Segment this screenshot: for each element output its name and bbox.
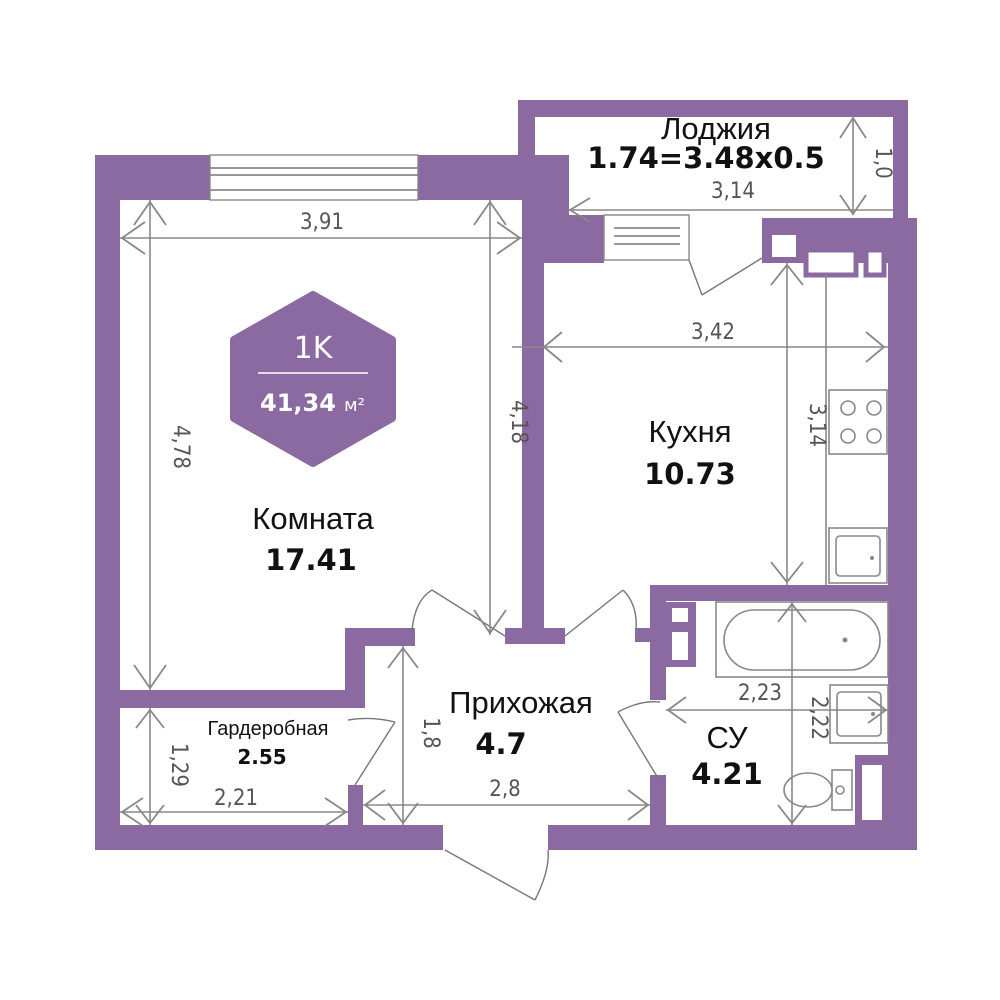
hall-top-wall [505,628,565,644]
bath-niche-gap-1 [672,608,688,622]
dim-bath-width: 2,23 [738,681,782,706]
dimension-lines [120,116,893,827]
bath-niche-gap-2 [672,632,688,660]
left-outer-wall [95,155,120,850]
bath-shaft-gap [862,765,882,820]
bottom-wall-left [95,825,443,850]
loggia-left-wall [518,100,535,158]
badge-type: 1K [294,331,334,366]
bathroom-left-wall-upper [650,585,666,700]
dim-room-inner: 4,18 [506,400,531,444]
bathroom-sink-icon [829,684,889,744]
dim-hall-depth: 1,8 [418,717,443,748]
right-outer-wall [888,218,917,830]
dim-room-length: 4,78 [168,425,193,469]
dim-loggia-depth: 1,0 [870,147,895,178]
dim-wardrobe-depth: 1,29 [166,743,191,787]
bathroom-area: 4.21 [691,757,763,791]
wardrobe-door-pillar [348,785,363,825]
dim-kitchen-width: 3,42 [691,320,735,345]
hall-name: Прихожая [449,685,593,720]
hall-left-top-wall [345,628,415,646]
toilet-icon [783,769,853,811]
apartment-badge: 1K 41,34 м² [230,291,396,467]
hall-right-stub [635,628,650,642]
walls [95,100,917,850]
wardrobe-area: 2.55 [237,745,286,769]
room-wardrobe-wall [120,690,348,708]
kitchen-area: 10.73 [644,457,736,491]
loggia-top-wall [518,100,908,117]
bathtub-icon [715,601,889,678]
dim-bath-depth: 2,22 [806,696,831,740]
kitchen-counter [825,275,888,585]
room-name: Комната [252,501,374,536]
bottom-wall-right [548,825,917,850]
bathroom-name: СУ [706,720,747,755]
wardrobe-name: Гардеробная [208,718,329,740]
dim-room-width: 3,91 [300,210,344,235]
dim-hall-width: 2,8 [489,777,520,802]
kitchen-top-left-wall [544,155,569,215]
bathroom-top-wall [650,585,890,601]
dim-loggia-width: 3,14 [711,179,755,204]
badge-area: 41,34 [260,389,336,417]
kitchen-duct [803,247,859,278]
loggia-right-wall [893,100,908,218]
room-window [209,154,419,201]
kitchen-window [603,214,763,296]
hexagon-badge-icon [230,291,396,467]
doors [347,589,661,901]
dim-wardrobe-width: 2,21 [214,786,258,811]
kitchen-name: Кухня [649,414,732,449]
room-area: 17.41 [265,543,357,577]
stove-icon [828,389,888,455]
loggia-area: 1.74=3.48x0.5 [587,141,824,175]
kitchen-vent-gap [772,235,796,257]
kitchen-duct-small [863,247,887,278]
bathroom-left-wall-lower [650,775,666,830]
loggia-name: Лоджия [661,111,771,146]
room-kitchen-wall [522,155,544,640]
kitchen-corner-pillar [544,215,604,263]
dim-kitchen-length: 3,14 [804,403,829,447]
hall-left-pillar [345,628,365,708]
badge-unit: м² [344,395,365,416]
hall-area: 4.7 [475,727,526,761]
